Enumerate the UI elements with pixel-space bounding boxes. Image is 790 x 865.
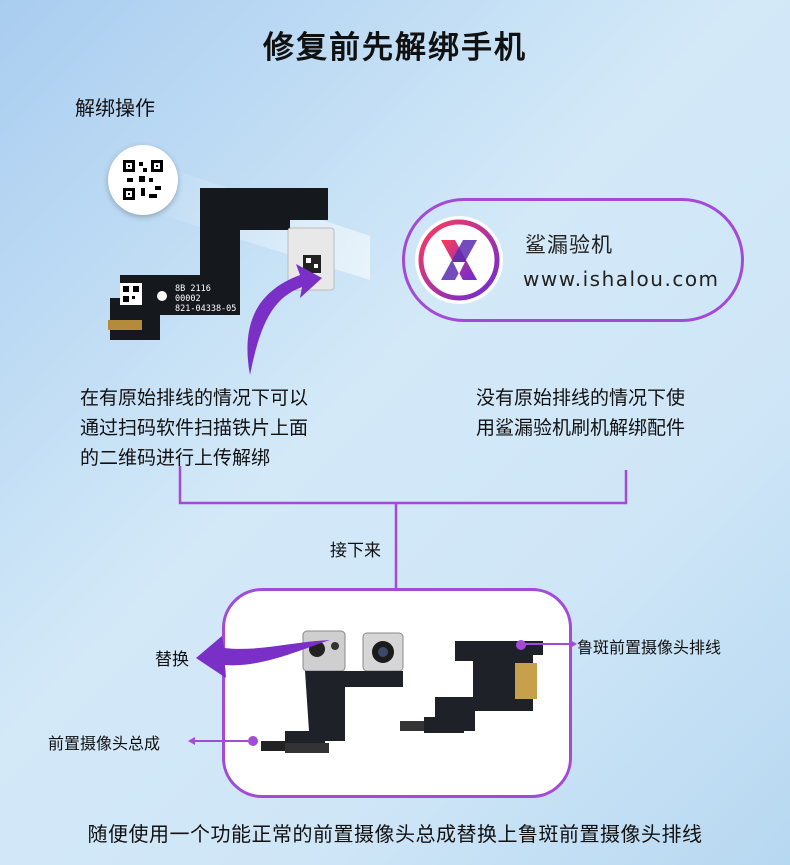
flex-cable-graphic (108, 188, 335, 375)
left-description-line1: 在有原始排线的情况下可以 (80, 387, 309, 409)
left-description-line2: 通过扫码软件扫描铁片上面 (80, 417, 309, 439)
left-description-line3: 的二维码进行上传解绑 (80, 447, 271, 469)
brand-logo-icon (418, 219, 500, 301)
qr-code-icon (121, 158, 165, 202)
original-flex-cable-illustration: 8B 2116 00002 821-04338-05 (100, 140, 370, 390)
brand-logo (415, 216, 503, 304)
section-label-unbind: 解绑操作 (75, 96, 155, 120)
parts-photo-card (222, 588, 572, 798)
front-camera-assembly-label: 前置摄像头总成 (48, 734, 161, 753)
bottom-caption: 随便使用一个功能正常的前置摄像头总成替换上鲁斑前置摄像头排线 (87, 822, 703, 846)
page-title: 修复前先解绑手机 (263, 30, 527, 66)
brand-url[interactable]: www.ishalou.com (523, 267, 720, 291)
cable-print-line3: 821-04338-05 (175, 304, 237, 314)
cable-print-line2: 00002 (175, 294, 201, 304)
camera-parts-graphic (248, 630, 543, 753)
qr-code-bubble (108, 145, 178, 215)
cable-print-text: 8B 2116 00002 821-04338-05 (175, 284, 236, 314)
lupan-flex-cable-label: 鲁斑前置摄像头排线 (577, 638, 722, 657)
brand-card: 鲨漏验机 www.ishalou.com (402, 198, 744, 322)
right-description: 没有原始排线的情况下使 用鲨漏验机刷机解绑配件 (476, 383, 736, 443)
cable-print-line1: 8B 2116 (175, 284, 211, 294)
replace-label: 替换 (155, 650, 189, 670)
left-description: 在有原始排线的情况下可以 通过扫码软件扫描铁片上面 的二维码进行上传解绑 (80, 383, 380, 473)
brand-name: 鲨漏验机 (525, 233, 613, 257)
right-description-line1: 没有原始排线的情况下使 (476, 387, 686, 409)
next-step-label: 接下来 (330, 541, 381, 561)
right-description-line2: 用鲨漏验机刷机解绑配件 (476, 417, 686, 439)
